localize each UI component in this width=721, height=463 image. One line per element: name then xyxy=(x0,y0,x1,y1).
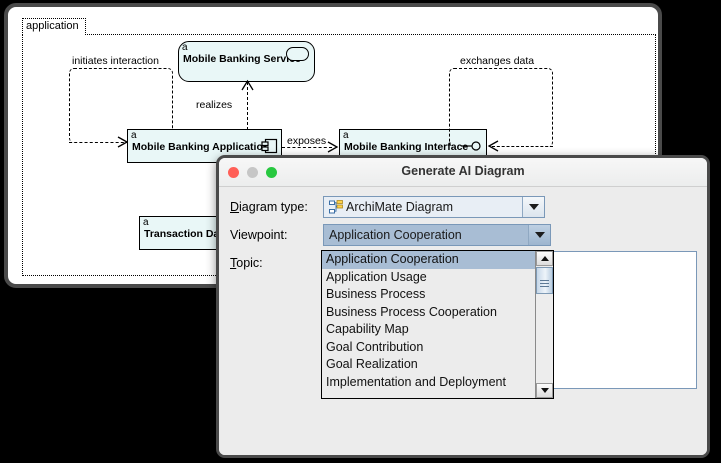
chevron-down-icon xyxy=(528,204,539,210)
relationship-label-exchanges-data: exchanges data xyxy=(460,55,535,67)
dialog-body: Diagram type: ArchiMate Diagram Viewpoin… xyxy=(219,187,707,458)
ok-button[interactable]: OK xyxy=(553,457,623,458)
scrollbar-thumb[interactable] xyxy=(536,267,553,294)
application-interface-icon xyxy=(461,141,481,151)
topic-label-text: opic: xyxy=(236,256,263,270)
element-stereotype: a xyxy=(131,130,137,141)
zoom-icon[interactable] xyxy=(266,167,277,178)
dropdown-option[interactable]: Business Process xyxy=(326,287,426,301)
minimize-icon[interactable] xyxy=(247,167,258,178)
topic-label: Topic: xyxy=(230,256,263,270)
element-name: Mobile Banking Application xyxy=(132,141,270,153)
arrowhead-exposes xyxy=(327,141,339,153)
viewpoint-dropdown-arrow[interactable] xyxy=(528,225,550,245)
dropdown-options: Application Cooperation Application Usag… xyxy=(322,251,535,398)
relationship-label-realizes: realizes xyxy=(196,99,233,111)
dropdown-option[interactable]: Application Cooperation xyxy=(322,251,535,269)
element-stereotype: a xyxy=(143,217,149,228)
dialog-title: Generate AI Diagram xyxy=(401,164,525,178)
cancel-button[interactable]: Cancel xyxy=(632,457,702,458)
viewpoint-dropdown-list[interactable]: Application Cooperation Application Usag… xyxy=(321,250,554,399)
element-stereotype: a xyxy=(343,130,349,141)
relationship-label-initiates-interaction: initiates interaction xyxy=(72,55,159,67)
relationship-arrow-line-left xyxy=(69,142,129,143)
application-service-icon xyxy=(286,47,309,61)
element-name: Mobile Banking Interface xyxy=(344,141,469,153)
group-label: application xyxy=(26,20,79,32)
viewpoint-value: Application Cooperation xyxy=(329,228,462,242)
relationship-arrow-line-right xyxy=(492,146,553,147)
diagram-type-dropdown-arrow[interactable] xyxy=(522,197,544,217)
diagram-type-label: Diagram type: xyxy=(230,200,308,214)
dropdown-option[interactable]: Goal Contribution xyxy=(326,339,424,354)
element-stereotype: a xyxy=(182,42,188,53)
dropdown-option[interactable]: Goal Realization xyxy=(326,357,418,371)
relationship-path-initiates-interaction xyxy=(69,68,173,143)
viewpoint-combobox[interactable]: Application Cooperation xyxy=(323,224,551,246)
dropdown-option[interactable]: Capability Map xyxy=(326,322,409,336)
arrowhead-realizes xyxy=(241,79,254,91)
chevron-down-icon xyxy=(534,232,545,238)
relationship-line-exposes xyxy=(282,147,332,148)
dropdown-scrollbar[interactable] xyxy=(535,251,553,398)
diagram-type-combobox[interactable]: ArchiMate Diagram xyxy=(323,196,545,218)
diagram-type-value: ArchiMate Diagram xyxy=(346,200,453,214)
relationship-path-exchanges-data xyxy=(449,68,553,147)
application-component-icon xyxy=(261,138,278,154)
triangle-up-icon xyxy=(540,256,549,261)
diagram-type-label-text: iagram type: xyxy=(239,200,308,214)
relationship-line-realizes xyxy=(247,82,248,130)
element-mobile-banking-application[interactable]: a Mobile Banking Application xyxy=(127,129,282,163)
dialog-titlebar[interactable]: Generate AI Diagram xyxy=(219,158,707,187)
close-icon[interactable] xyxy=(228,167,239,178)
archimate-diagram-icon xyxy=(329,200,343,214)
triangle-down-icon xyxy=(540,388,549,393)
scroll-down-icon[interactable] xyxy=(536,383,553,398)
element-mobile-banking-service[interactable]: a Mobile Banking Service xyxy=(178,41,315,82)
generate-ai-diagram-dialog: Generate AI Diagram Diagram type: ArchiM… xyxy=(216,155,710,458)
diagram-type-value-wrap: ArchiMate Diagram xyxy=(324,200,522,214)
arrowhead-exchanges-data xyxy=(487,140,499,152)
scrollbar-grip xyxy=(537,268,552,287)
dropdown-option[interactable]: Application Usage xyxy=(326,269,427,284)
viewpoint-label: Viewpoint: xyxy=(230,228,288,242)
dropdown-option[interactable]: Business Process Cooperation xyxy=(326,304,497,319)
scroll-up-icon[interactable] xyxy=(536,251,553,266)
element-name: Transaction Data xyxy=(144,228,229,240)
group-tab: application xyxy=(22,18,86,35)
dropdown-option[interactable]: Implementation and Deployment xyxy=(326,374,506,389)
relationship-label-exposes: exposes xyxy=(287,135,327,147)
element-name: Mobile Banking Service xyxy=(183,53,301,65)
